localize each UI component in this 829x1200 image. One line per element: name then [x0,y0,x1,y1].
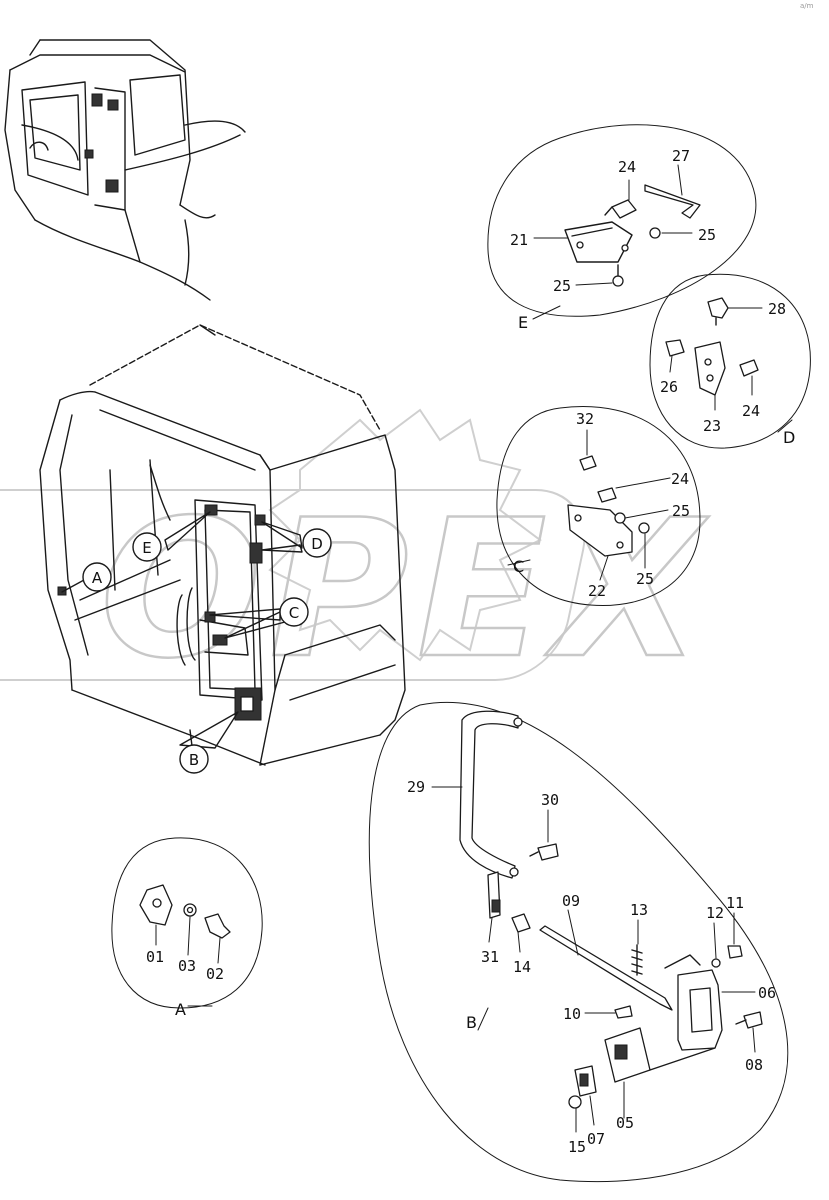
detail-E: 24 27 21 25 25 E [487,124,757,332]
svg-text:07: 07 [587,1130,605,1148]
detail-C-label: C [513,557,524,576]
detail-E-label: E [518,313,528,332]
svg-text:32: 32 [576,410,594,428]
door-rod-part [459,710,519,879]
corner-mark: a/m [800,2,814,10]
bubble-B: B [179,744,209,774]
svg-text:24: 24 [742,402,760,420]
svg-text:B: B [189,751,199,769]
svg-text:24: 24 [671,470,689,488]
detail-C: 32 24 25 22 25 C [496,406,701,607]
svg-text:12: 12 [706,904,724,922]
cab-main-view [39,324,406,771]
detail-B: 29 30 31 14 09 13 12 11 06 10 08 15 07 0… [368,701,789,1183]
svg-text:06: 06 [758,984,776,1002]
svg-text:08: 08 [745,1056,763,1074]
detail-B-label: B [466,1013,477,1032]
svg-text:D: D [311,535,323,553]
svg-text:02: 02 [206,965,224,983]
excavator-overview [4,39,246,301]
bubble-E: E [132,532,162,562]
svg-text:09: 09 [562,892,580,910]
svg-text:25: 25 [698,226,716,244]
svg-text:03: 03 [178,957,196,975]
detail-A: 01 03 02 A [111,837,263,1019]
svg-text:26: 26 [660,378,678,396]
hex-wrench-part [644,184,701,219]
svg-text:C: C [289,604,299,622]
svg-text:E: E [142,539,151,557]
svg-text:30: 30 [541,791,559,809]
svg-text:25: 25 [553,277,571,295]
svg-text:25: 25 [636,570,654,588]
bubble-A: A [82,562,112,592]
svg-text:13: 13 [630,901,648,919]
svg-text:A: A [92,569,103,587]
svg-text:28: 28 [768,300,786,318]
detail-A-label: A [175,1000,186,1019]
detail-D: 28 26 23 24 D [649,273,811,449]
svg-text:10: 10 [563,1005,581,1023]
svg-text:23: 23 [703,417,721,435]
svg-text:15: 15 [568,1138,586,1156]
svg-text:14: 14 [513,958,531,976]
svg-text:11: 11 [726,894,744,912]
bubble-C: C [279,597,309,627]
bubble-D: D [302,528,332,558]
svg-text:01: 01 [146,948,164,966]
svg-text:05: 05 [616,1114,634,1132]
watermark-band [0,489,586,681]
svg-text:22: 22 [588,582,606,600]
svg-text:27: 27 [672,147,690,165]
svg-text:29: 29 [407,778,425,796]
svg-text:31: 31 [481,948,499,966]
detail-D-label: D [783,428,795,447]
svg-text:24: 24 [618,158,636,176]
svg-text:21: 21 [510,231,528,249]
svg-text:25: 25 [672,502,690,520]
